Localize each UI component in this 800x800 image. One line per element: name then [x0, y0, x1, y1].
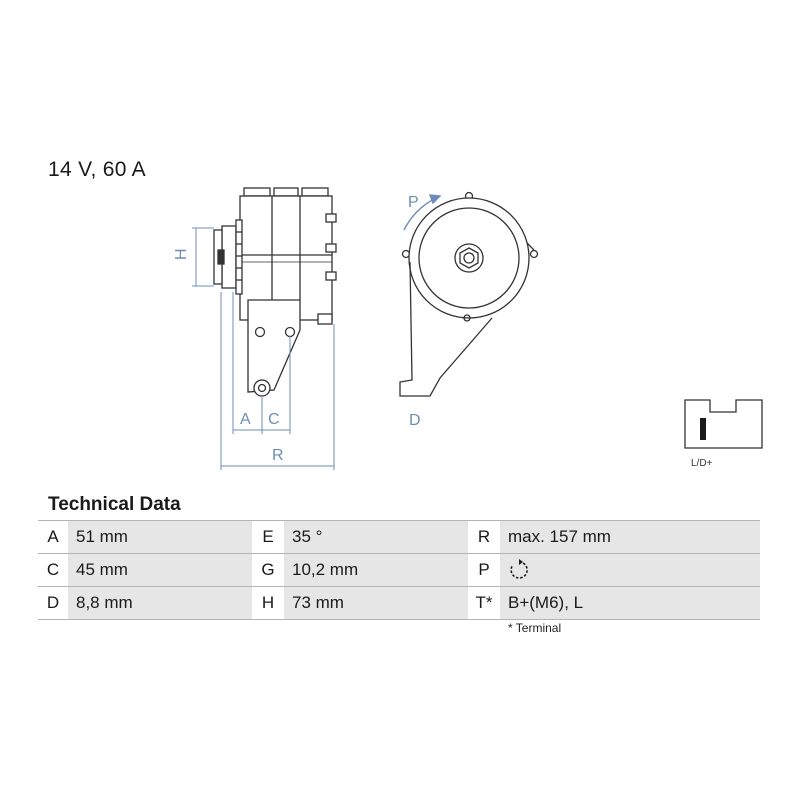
dim-label-r: R	[272, 447, 284, 464]
front-view	[399, 191, 539, 397]
spec-key: A	[38, 520, 68, 554]
spec-key: R	[468, 520, 500, 554]
spec-value: 45 mm	[68, 553, 252, 587]
clockwise-rotation-icon	[510, 559, 528, 579]
dim-label-p: P	[408, 194, 419, 211]
spec-key: P	[468, 553, 500, 587]
spec-value: 73 mm	[284, 586, 468, 620]
spec-key: E	[252, 520, 284, 554]
rotation-arrow	[403, 194, 442, 231]
spec-key: C	[38, 553, 68, 587]
terminal-label: L/D+	[691, 458, 713, 469]
side-view	[213, 187, 337, 397]
table-row: A 51 mm E 35 ° R max. 157 mm	[38, 520, 760, 554]
spec-value-rotation	[500, 553, 760, 587]
technical-data-title: Technical Data	[48, 494, 181, 515]
spec-value: 8,8 mm	[68, 586, 252, 620]
dim-label-h: H	[173, 248, 190, 260]
terminal-connector	[684, 399, 763, 449]
spec-value: 10,2 mm	[284, 553, 468, 587]
product-headline: 14 V, 60 A	[48, 158, 146, 181]
spec-key: D	[38, 586, 68, 620]
terminal-footnote: * Terminal	[508, 621, 562, 635]
spec-key: T*	[468, 586, 500, 620]
table-row: D 8,8 mm H 73 mm T* B+(M6), L	[38, 586, 760, 620]
spec-value: max. 157 mm	[500, 520, 760, 554]
dim-label-c: C	[268, 411, 280, 428]
spec-value: B+(M6), L	[500, 586, 760, 620]
side-view-dimensions	[192, 227, 335, 470]
spec-key: G	[252, 553, 284, 587]
dim-label-d: D	[409, 412, 421, 429]
spec-key: H	[252, 586, 284, 620]
table-row: C 45 mm G 10,2 mm P	[38, 553, 760, 587]
dim-label-a: A	[240, 411, 251, 428]
spec-value: 35 °	[284, 520, 468, 554]
spec-value: 51 mm	[68, 520, 252, 554]
technical-data-table: A 51 mm E 35 ° R max. 157 mm C 45 mm G 1…	[38, 520, 760, 620]
